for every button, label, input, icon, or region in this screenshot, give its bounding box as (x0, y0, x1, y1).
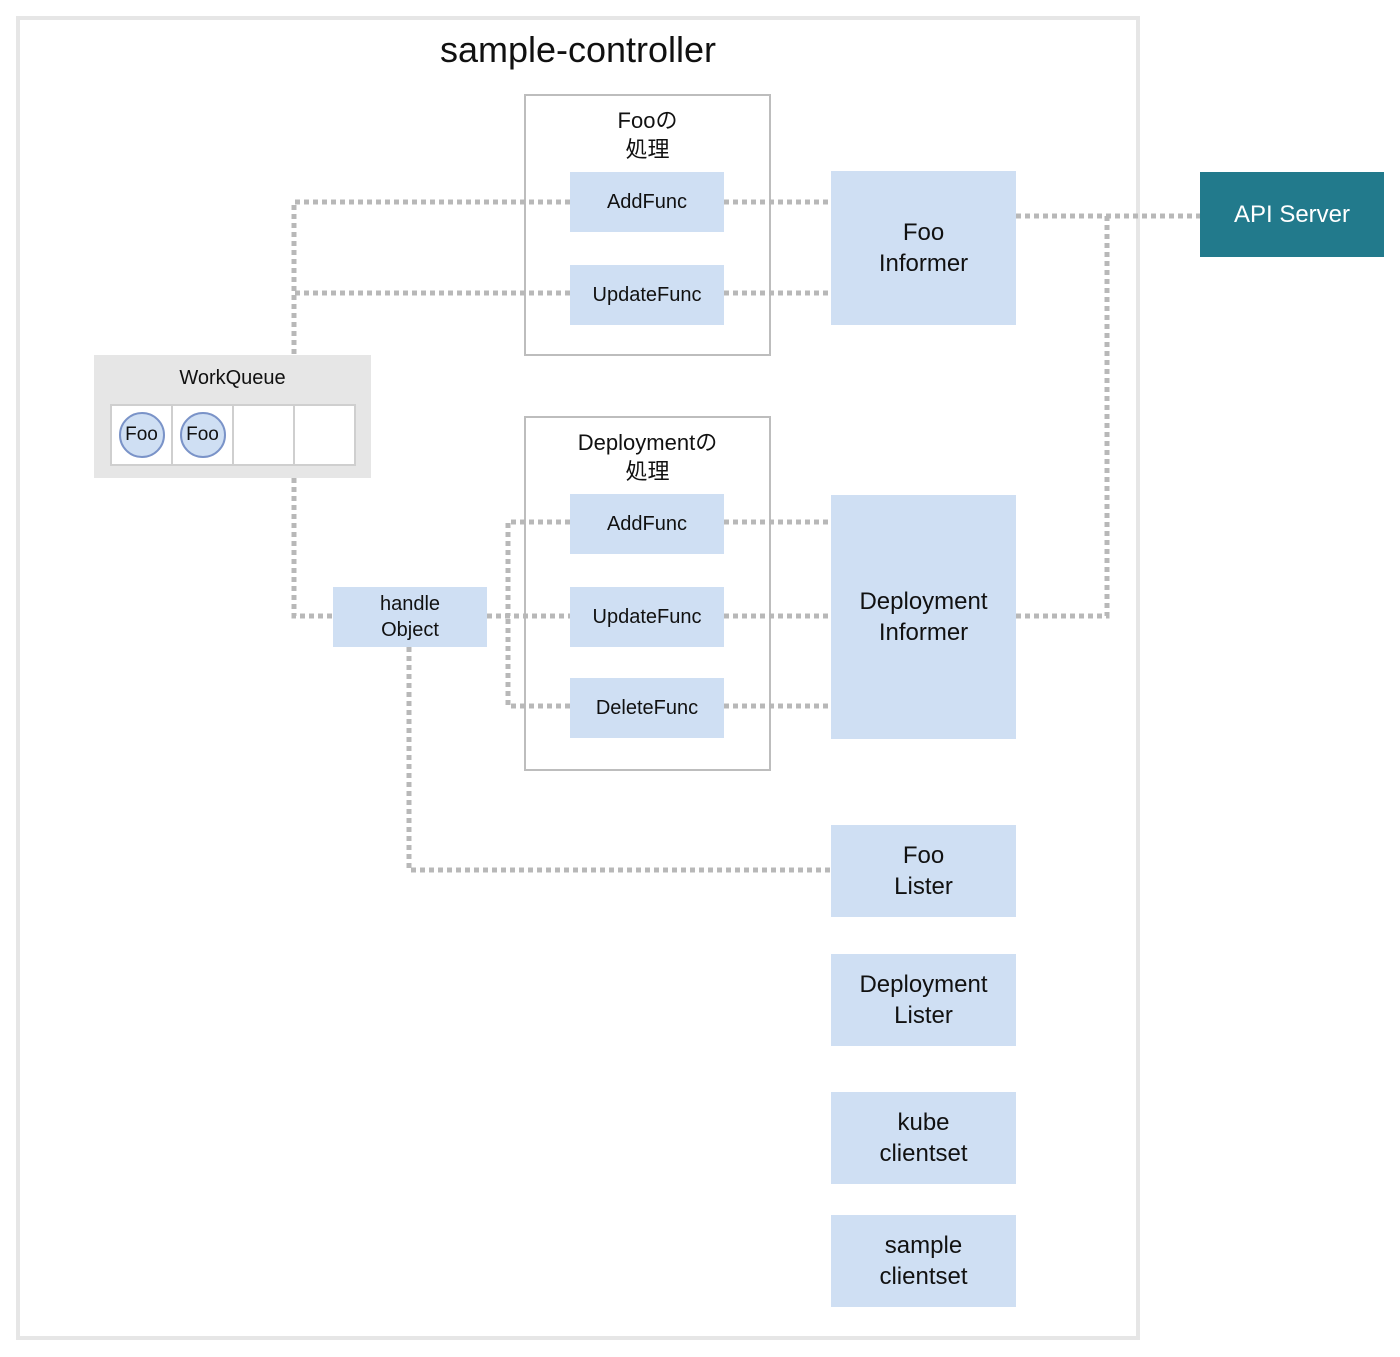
connector-dep-delete-to-handle (505, 616, 570, 709)
connector-handle-to-foo-lister (406, 647, 831, 873)
foo-handlers-label: Fooの 処理 (617, 108, 678, 162)
foo-lister: Foo Lister (831, 825, 1016, 917)
connector-workqueue-to-handle (291, 478, 333, 619)
workqueue-label: WorkQueue (179, 367, 286, 389)
deployment-add-func: AddFunc (570, 494, 724, 554)
diagram-title: sample-controller (439, 29, 717, 70)
foo-update-func: UpdateFunc (570, 265, 724, 325)
foo-add-func: AddFunc (570, 172, 724, 232)
workqueue-slot: Foo (173, 406, 234, 464)
deployment-lister: Deployment Lister (831, 954, 1016, 1046)
connector-dep-add-to-handle (505, 519, 570, 616)
sample-clientset: sample clientset (831, 1215, 1016, 1307)
workqueue-slot: Foo (112, 406, 173, 464)
kube-clientset: kube clientset (831, 1092, 1016, 1184)
deployment-delete-func: DeleteFunc (570, 678, 724, 738)
connector-deployment-informer-to-api (1016, 216, 1110, 619)
workqueue-slot-empty (234, 406, 295, 464)
workqueue-slot-empty (295, 406, 354, 464)
api-server: API Server (1200, 172, 1384, 257)
deployment-informer: Deployment Informer (831, 495, 1016, 739)
queue-item: Foo (179, 412, 226, 458)
handle-object: handle Object (333, 587, 487, 647)
queue-item: Foo (118, 412, 165, 458)
deployment-handlers-label: Deploymentの 処理 (577, 430, 718, 484)
foo-informer: Foo Informer (831, 171, 1016, 325)
connector-foo-add-to-workqueue (291, 199, 570, 356)
deployment-update-func: UpdateFunc (570, 587, 724, 647)
workqueue-slots: Foo Foo (110, 404, 356, 466)
workqueue: WorkQueue Foo Foo (94, 355, 371, 478)
